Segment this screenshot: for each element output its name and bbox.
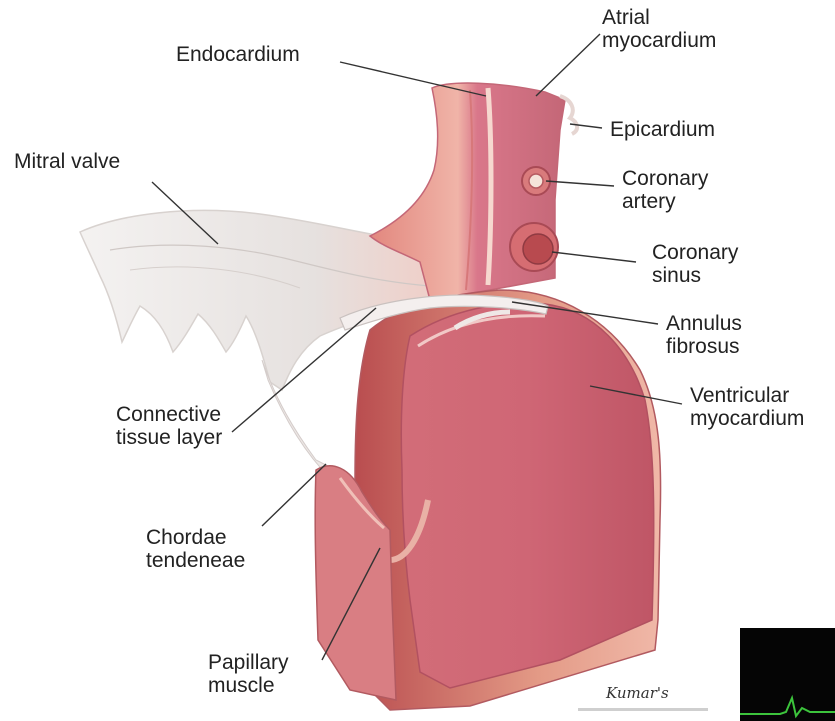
label-papillary-muscle: Papillary muscle [208, 651, 289, 697]
label-annulus-fibrosus: Annulus fibrosus [666, 312, 742, 358]
leader-coronary-sinus [552, 252, 636, 262]
ventricular-wall [355, 290, 661, 710]
label-chordae-tendeneae: Chordae tendeneae [146, 526, 245, 572]
label-mitral-valve: Mitral valve [14, 150, 120, 173]
coronary-sinus-vessel [510, 223, 558, 271]
coronary-artery-vessel [522, 167, 550, 195]
leader-endocardium [340, 62, 486, 96]
label-coronary-sinus: Coronary sinus [652, 241, 738, 287]
label-endocardium: Endocardium [176, 43, 300, 66]
leader-epicardium [570, 124, 602, 128]
label-ventricular-myocardium: Ventricular myocardium [690, 384, 804, 430]
label-coronary-artery: Coronary artery [622, 167, 708, 213]
label-atrial-myocardium: Atrial myocardium [602, 6, 716, 52]
ecg-inset-thumbnail [740, 628, 835, 721]
signature-subtext-bar [578, 708, 708, 711]
ecg-trace-icon [740, 628, 835, 721]
artist-signature: Kumar's [606, 684, 669, 702]
leader-atrial-myocardium [536, 34, 600, 96]
label-connective-tissue-layer: Connective tissue layer [116, 403, 222, 449]
label-epicardium: Epicardium [610, 118, 715, 141]
